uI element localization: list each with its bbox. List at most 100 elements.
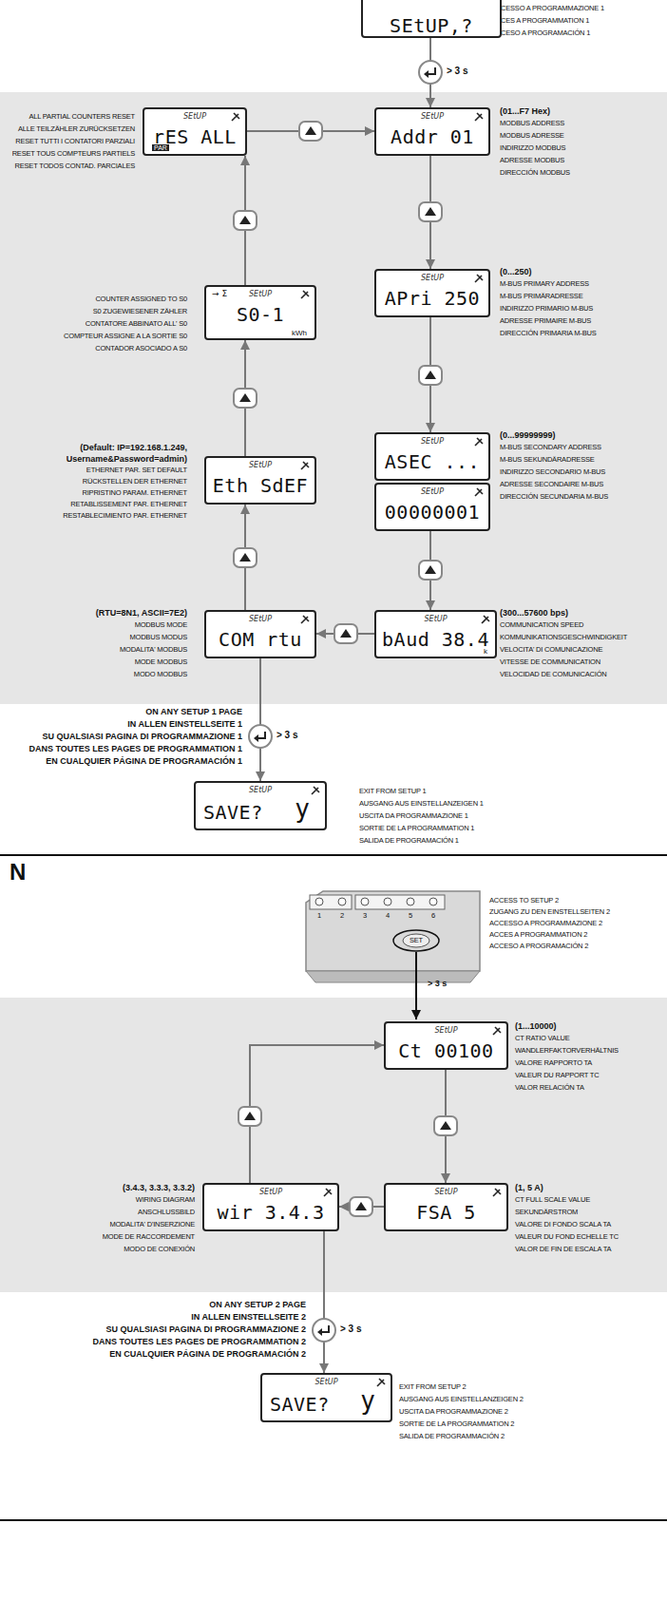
annotation-text: M-BUS SEKUNDÄRADRESSE [499,455,595,465]
annotation-text: ALLE TEILZÄHLER ZURÜCKSETZEN [18,124,135,134]
display-text: Eth SdEF [211,474,309,497]
annotation-text: (1, 5 A) [514,1182,544,1193]
up-button [349,1197,373,1217]
lcd-display: → ΣSEtUP S0-1 kWh [204,285,317,341]
annotation-text: VALORE RAPPORTO TA [514,1058,592,1068]
annotation-text: COMPTEUR ASSIGNE A LA SORTIE S0 [63,331,188,342]
annotation-text: (300...57600 bps) [499,608,569,618]
annotation-text: COUNTER ASSIGNED TO S0 [95,294,188,305]
annotation-text: ACCESO A PROGRAMACIÓN 1 [491,28,591,39]
annotation-text: ON ANY SETUP 2 PAGE [209,1299,306,1310]
display-text: Addr 01 [381,125,483,149]
display-text: COM rtu [211,628,309,651]
annotation-text: SET [409,935,423,946]
up-button [334,624,358,644]
annotation-text: 6 [431,911,436,921]
annotation-text: ALL PARTIAL COUNTERS RESET [29,112,136,122]
annotation-text: MODALITA' D'INSERZIONE [109,1219,195,1230]
lcd-display: SEtUPEth SdEF [204,456,317,505]
annotation-text: MODBUS ADRESSE [499,131,565,141]
display-text: kWh [291,328,307,338]
annotation-text: ACCESSO A PROGRAMMAZIONE 2 [489,918,603,929]
annotation-text: ZUGANG ZU DEN EINSTELLSEITEN 2 [489,907,610,917]
edge-label: > 3 s [340,1323,363,1334]
up-button [419,365,442,385]
up-button [233,548,257,568]
annotation-text: 5 [408,911,413,921]
annotation-text: ACCES A PROGRAMMATION 1 [491,16,590,26]
enter-button [419,60,442,84]
display-mode: SEtUP [385,1187,507,1197]
annotation-text: USCITA DA PROGRAMMAZIONE 1 [359,811,469,821]
up-button [233,388,257,408]
annotation-text: INDIRIZZO SECONDARIO M-BUS [499,467,606,477]
annotation-text: MODALITA' MODBUS [119,645,188,655]
annotation-text: RIPRISTINO PARAM. ETHERNET [81,488,188,498]
annotation-text: MODE MODBUS [134,657,188,667]
lcd-display: SEtUPCOM rtu [204,609,317,659]
annotation-text: ADRESSE MODBUS [499,155,565,166]
annotation-text: INDIRIZZO MODBUS [499,143,566,153]
annotation-text: (01...F7 Hex) [499,106,551,116]
wrench-icon [474,273,484,284]
up-button [434,1116,458,1136]
wrench-icon [376,1377,386,1388]
display-mode: SEtUP [195,785,325,795]
display-text: ASEC ... [381,450,483,474]
wrench-icon [480,614,491,625]
enter-button [248,724,272,748]
setup-band [0,997,667,1293]
annotation-text: RESET TODOS CONTAD. PARCIALES [15,161,135,172]
setup-band [0,92,667,705]
display-text: SEtUP,? [368,14,495,38]
annotation-text: DIRECCIÓN SECUNDARIA M-BUS [499,492,609,502]
annotation-text: CT FULL SCALE VALUE [514,1195,591,1205]
lcd-display: SEtUPSAVE?y [260,1372,393,1423]
annotation-text: M-BUS PRIMÄRADRESSE [499,291,583,302]
annotation-text: MODBUS ADDRESS [499,118,565,129]
annotation-text: 2 [340,911,344,921]
lcd-display: SEtUPwir 3.4.3 [202,1182,340,1232]
annotation-text: 1 [317,911,322,921]
annotation-text: VALORE DI FONDO SCALA TA [514,1219,611,1230]
annotation-text: EN CUALQUIER PÁGINA DE PROGRAMACIÓN 2 [109,1349,306,1359]
annotation-text: ON ANY SETUP 1 PAGE [145,706,243,717]
display-text: Ct 00100 [391,1039,501,1063]
annotation-text: (1...10000) [514,1021,557,1031]
annotation-text: SALIDA DE PROGRAMACIÓN 1 [359,836,459,846]
wrench-icon [230,112,241,122]
annotation-text: (0...250) [499,266,533,277]
edge-label: > 3 s [276,729,299,741]
annotation-text: SU QUALSIASI PAGINA DI PROGRAMMAZIONE 1 [41,731,243,742]
display-mode: SEtUP [206,289,315,299]
wrench-icon [474,437,484,447]
annotation-text: ANSCHLUSSBILD [137,1207,195,1218]
display-text: y [294,794,310,823]
display-text: 00000001 [381,500,483,524]
wrench-icon [323,1187,333,1198]
annotation-text: M-BUS PRIMARY ADDRESS [499,279,590,289]
separator [0,854,667,857]
wrench-icon [474,487,484,497]
up-button [419,560,442,580]
annotation-text: M-BUS SECONDARY ADDRESS [499,442,602,453]
annotation-text: MODO MODBUS [133,669,188,680]
annotation-text: DIRECCIÓN PRIMARIA M-BUS [499,328,596,339]
annotation-text: MODO DE CONEXIÓN [123,1244,195,1255]
annotation-text: RESTABLECIMIENTO PAR. ETHERNET [62,511,188,521]
annotation-text: RETABLISSEMENT PAR. ETHERNET [70,499,188,510]
annotation-text: ACCESO A PROGRAMACIÓN 2 [489,941,589,952]
display-mode: SEtUP [262,1377,391,1387]
annotation-text: VELOCIDAD DE COMUNICACIÓN [499,669,608,680]
annotation-text: ACCESSO A PROGRAMMAZIONE 1 [491,3,605,14]
annotation-text: SALIDA DE PROGRAMMACIÓN 2 [399,1431,505,1442]
display-text: S0-1 [211,303,309,326]
display-text: → Σ [211,288,228,299]
flow-connector [323,1231,325,1373]
display-text: y [360,1386,376,1415]
annotation-text: USCITA DA PROGRAMMAZIONE 2 [399,1407,509,1417]
annotation-text: VALOR DE FIN DE ESCALA TA [514,1244,611,1255]
lcd-display: SEtUPAddr 01 [374,107,491,156]
